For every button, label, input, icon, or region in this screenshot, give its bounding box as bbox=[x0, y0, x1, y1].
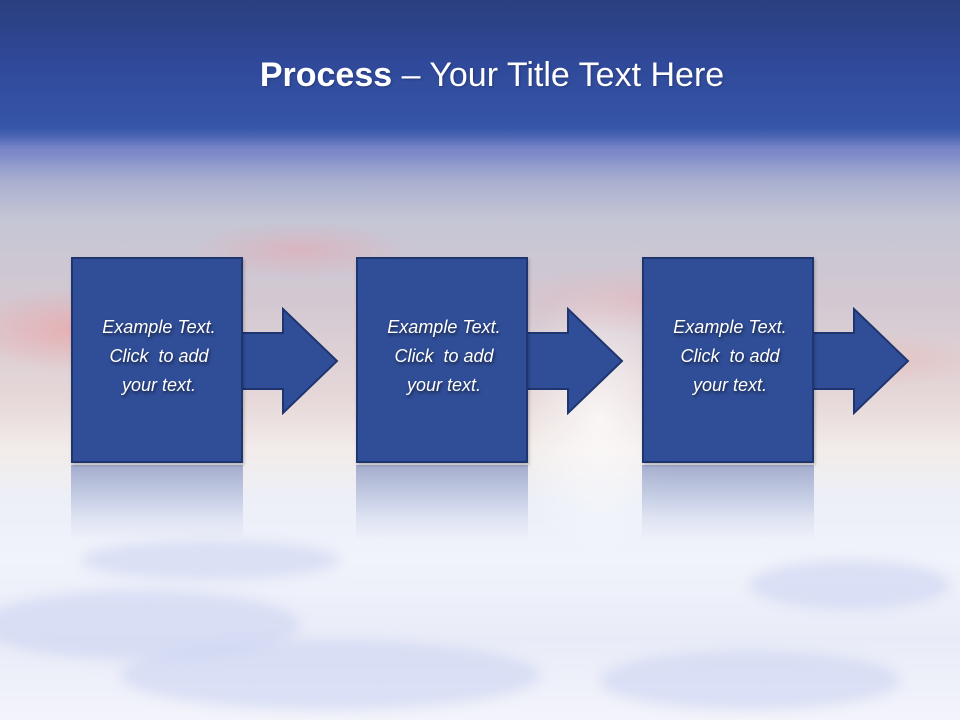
step-text[interactable]: Example Text. Click to add your text. bbox=[73, 313, 245, 400]
step-text-line: Click to add bbox=[394, 346, 494, 366]
arrow-right-icon bbox=[526, 307, 624, 415]
title-bold: Process bbox=[259, 56, 393, 94]
arrow-right-icon bbox=[812, 307, 910, 415]
step-text-line: your text. bbox=[121, 375, 197, 395]
snow-shadow bbox=[120, 640, 540, 710]
step-box[interactable]: Example Text. Click to add your text. bbox=[71, 257, 243, 463]
process-step-1: Example Text. Click to add your text. bbox=[71, 257, 371, 557]
header-fade bbox=[0, 126, 960, 166]
step-text-line: your text. bbox=[692, 375, 768, 395]
title-rest: – Your Title Text Here bbox=[392, 56, 725, 94]
snow-shadow bbox=[750, 560, 950, 610]
process-step-2: Example Text. Click to add your text. bbox=[356, 257, 656, 557]
box-reflection bbox=[71, 465, 243, 540]
step-text[interactable]: Example Text. Click to add your text. bbox=[644, 313, 816, 400]
process-step-3: Example Text. Click to add your text. bbox=[642, 257, 942, 557]
snow-shadow bbox=[600, 650, 900, 710]
slide-title[interactable]: Process – Your Title Text Here bbox=[0, 52, 960, 98]
step-text-line: Click to add bbox=[109, 346, 209, 366]
box-reflection bbox=[642, 465, 814, 540]
step-text[interactable]: Example Text. Click to add your text. bbox=[358, 313, 530, 400]
step-box[interactable]: Example Text. Click to add your text. bbox=[642, 257, 814, 463]
step-text-line: Example Text. bbox=[102, 317, 216, 337]
step-text-line: Click to add bbox=[680, 346, 780, 366]
step-text-line: your text. bbox=[406, 375, 482, 395]
arrow-right-icon bbox=[241, 307, 339, 415]
snow-shadow bbox=[80, 540, 340, 580]
step-text-line: Example Text. bbox=[387, 317, 501, 337]
header-band bbox=[0, 0, 960, 130]
step-box[interactable]: Example Text. Click to add your text. bbox=[356, 257, 528, 463]
step-text-line: Example Text. bbox=[673, 317, 787, 337]
box-reflection bbox=[356, 465, 528, 540]
